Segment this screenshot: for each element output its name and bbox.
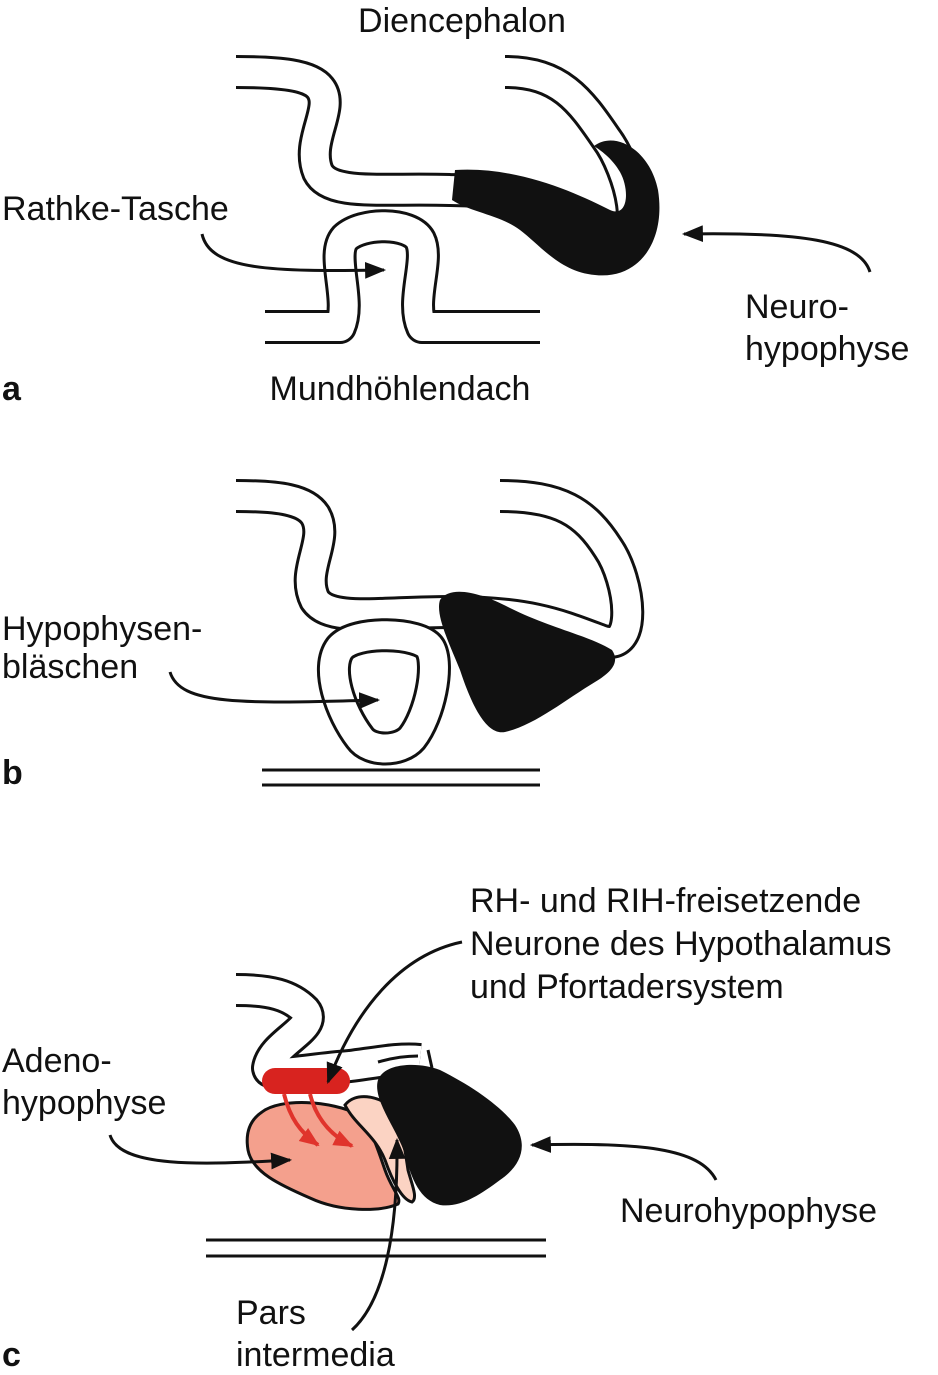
neurohypophyse-shape-a <box>452 140 660 276</box>
arrow-neurohypophyse-a <box>681 225 872 273</box>
label-neuro-line2: hypophyse <box>745 330 909 368</box>
label-diencephalon: Diencephalon <box>358 2 566 40</box>
label-pars-line1: Pars <box>236 1294 306 1332</box>
stalk-line-c <box>377 1054 419 1064</box>
label-hypophysen-line2: bläschen <box>2 648 138 686</box>
panel-b: Hypophysen- bläschen b <box>2 479 645 792</box>
label-mundhoehlendach: Mundhöhlendach <box>270 370 531 408</box>
label-hypophysen-line1: Hypophysen- <box>2 610 202 648</box>
arrow-pars-intermedia <box>350 1137 406 1332</box>
label-rh-line1: RH- und RIH-freisetzende <box>470 882 861 920</box>
arrow-hypophysen-blaeschen <box>168 671 381 709</box>
panel-c: RH- und RIH-freisetzende Neurone des Hyp… <box>2 882 891 1374</box>
arrow-rathke <box>200 233 387 279</box>
stalk-mark-c <box>426 1049 434 1069</box>
label-rh-line3: und Pfortadersystem <box>470 968 784 1006</box>
panel-letter-b: b <box>2 754 23 792</box>
panel-a: Diencephalon Rathke-Tasche Neuro- hypoph… <box>2 2 909 408</box>
panel-letter-c: c <box>2 1336 21 1374</box>
label-adeno-line2: hypophyse <box>2 1084 166 1122</box>
neurohypophyse-shape-b <box>439 591 616 733</box>
portal-arrow-2 <box>308 1093 354 1148</box>
arrow-neurohypophyse-c <box>529 1136 718 1181</box>
neurohypophyse-shape-c <box>377 1064 522 1206</box>
portal-system-shape <box>262 1068 350 1094</box>
arrow-adenohypophyse <box>108 1134 293 1170</box>
label-pars-line2: intermedia <box>236 1336 395 1374</box>
label-neurohypophyse-c: Neurohypophyse <box>620 1192 877 1230</box>
label-adeno-line1: Adeno- <box>2 1042 112 1080</box>
portal-arrow-1 <box>282 1093 320 1147</box>
label-rh-line2: Neurone des Hypothalamus <box>470 925 891 963</box>
panel-letter-a: a <box>2 370 22 408</box>
label-rathke-tasche: Rathke-Tasche <box>2 190 229 228</box>
arrow-rh-neurone <box>326 940 463 1084</box>
label-neuro-line1: Neuro- <box>745 288 849 326</box>
